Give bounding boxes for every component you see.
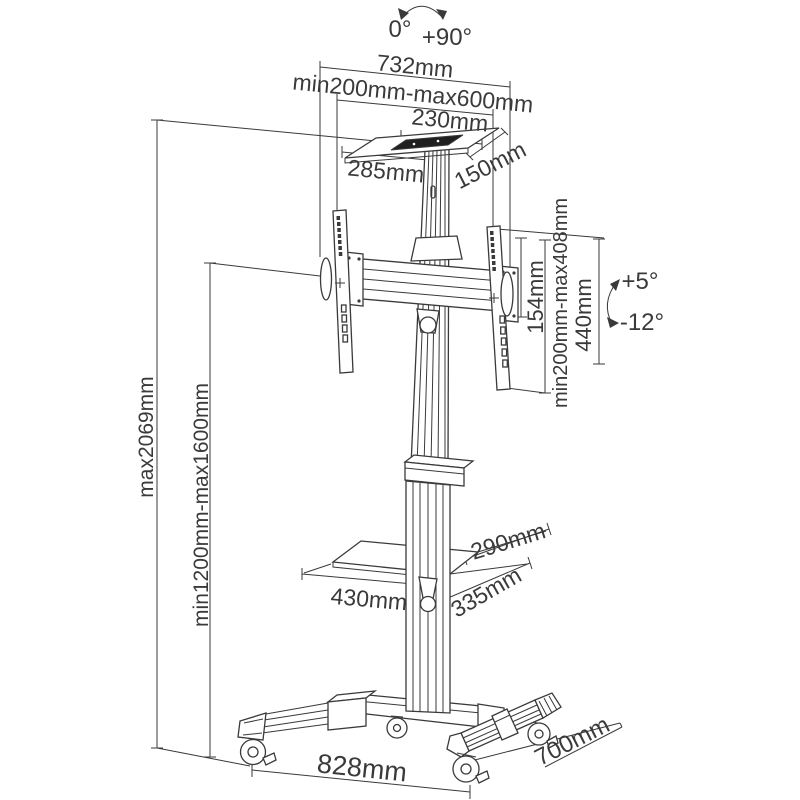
label-700mm: 700mm: [530, 711, 614, 771]
label-430mm: 430mm: [330, 583, 409, 616]
rear-left-caster: [386, 715, 408, 739]
left-leg: [237, 690, 378, 741]
tilt-bracket: [410, 235, 463, 262]
camera-tray: [344, 127, 500, 164]
right-leg-cap: [446, 732, 470, 758]
adjust-knob: [416, 308, 440, 334]
label-285mm: 285mm: [347, 154, 426, 187]
tilt-up-arrow-icon: [610, 279, 620, 291]
label-rotate-max: +90°: [422, 24, 472, 51]
rear-right-caster: [527, 721, 559, 749]
column-slot: [430, 185, 436, 199]
label-154mm: 154mm: [523, 260, 548, 333]
right-leg: [446, 692, 562, 758]
right-end-cap: [500, 271, 514, 317]
left-leg-cap: [237, 712, 267, 741]
center-column: [410, 147, 450, 467]
tray-mount-plate: [390, 134, 464, 151]
tilt-indicator: [606, 279, 620, 328]
tv-crossbar: [339, 256, 501, 312]
label-max-height: max2069mm: [135, 376, 158, 497]
label-828mm: 828mm: [316, 748, 409, 787]
label-440mm: 440mm: [571, 278, 596, 351]
left-vesa-rail: [319, 209, 364, 374]
label-tilt-up: +5°: [622, 268, 659, 295]
front-right-caster: [452, 752, 490, 784]
left-caster-brake: [262, 752, 277, 766]
label-vesa-height: min200mm-max408mm: [550, 198, 572, 408]
label-290mm: 290mm: [468, 517, 549, 564]
shelf-knob: [418, 576, 438, 613]
right-vesa-rail: [486, 225, 519, 391]
rear-caster-brake: [546, 735, 559, 749]
label-rotate-min: 0°: [389, 16, 412, 43]
front-caster-brake: [475, 770, 490, 784]
labels: 0° +90° 732mm min200mm-max600mm 230mm 28…: [135, 16, 664, 788]
rotate-right-arrow-icon: [436, 9, 447, 20]
left-end-cap: [319, 257, 333, 301]
rotate-left-arrow-icon: [398, 8, 409, 20]
tilt-down-arrow-icon: [607, 317, 619, 328]
label-335mm: 335mm: [446, 562, 525, 623]
lift-collar: [403, 454, 475, 487]
right-leg-clamp: [491, 708, 519, 741]
dimension-lines: [151, 61, 623, 799]
label-screen-height: min1200mm-max1600mm: [190, 383, 213, 627]
rotation-indicator: [398, 5, 447, 20]
front-left-caster: [239, 732, 277, 766]
label-tilt-down: -12°: [620, 309, 664, 336]
